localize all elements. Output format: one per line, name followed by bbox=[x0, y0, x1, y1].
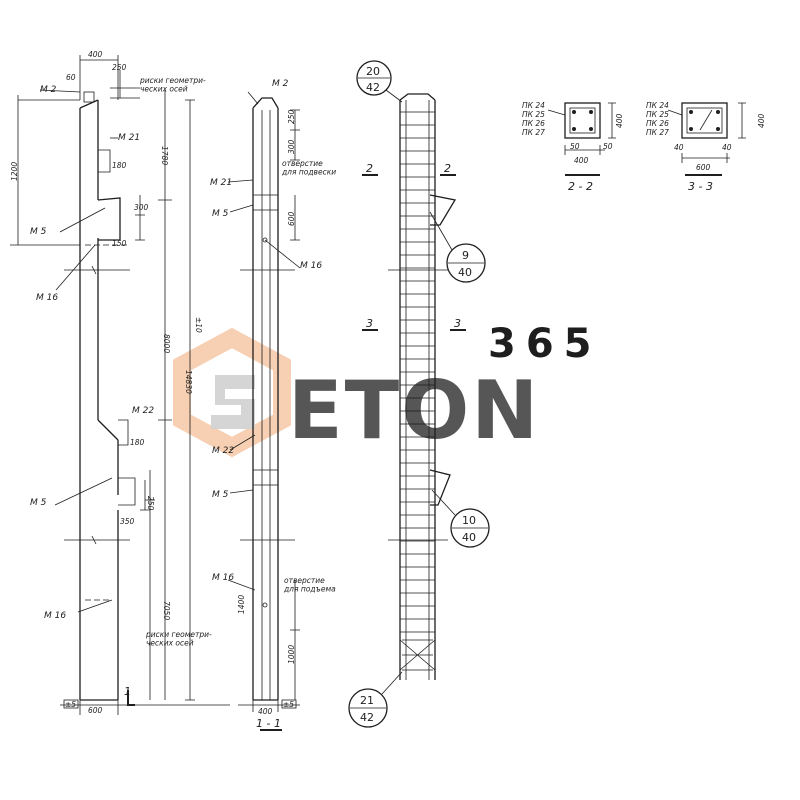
left-dim-180a: 180 bbox=[112, 161, 127, 170]
left-mark-m16b: М 16 bbox=[44, 611, 66, 621]
section-2-2-labels: 2 - 2 ПК 24 ПК 25 ПК 26 ПК 27 400 400 50… bbox=[522, 101, 624, 193]
svg-text:42: 42 bbox=[366, 81, 380, 94]
left-mark-m5a: М 5 bbox=[30, 227, 47, 237]
section-2-2-type-3: ПК 26 bbox=[522, 119, 545, 128]
left-dim-250: 250 bbox=[112, 63, 127, 72]
left-dim-180b: 180 bbox=[130, 438, 145, 447]
section-3-3-type-4: ПК 27 bbox=[646, 128, 669, 137]
left-mark-m21: М 21 bbox=[118, 133, 140, 143]
left-dim-tol-bottom: ±5 bbox=[65, 700, 76, 709]
svg-text:42: 42 bbox=[360, 711, 374, 724]
section-3-3-d40-left: 40 bbox=[674, 143, 684, 152]
section-3-3-height: 400 bbox=[757, 113, 766, 128]
side-mark-m5a: М 5 bbox=[212, 209, 229, 219]
side-dim-bottom-width: 400 bbox=[258, 707, 273, 716]
section-2-2-type-1: ПК 24 bbox=[522, 101, 545, 110]
watermark-s-shape bbox=[211, 375, 255, 429]
left-dim-offset-60: 60 bbox=[66, 73, 76, 82]
section-2-2-d50-left: 50 bbox=[570, 142, 580, 151]
reinforcement-bubbles: 20 42 9 40 10 40 21 42 bbox=[348, 60, 490, 728]
bubble-21-42: 21 42 bbox=[348, 671, 403, 728]
side-dim-300: 300 bbox=[287, 139, 296, 154]
bubble-20-42: 20 42 bbox=[356, 60, 403, 103]
watermark: 365 ETON bbox=[173, 321, 602, 458]
section-3-3 bbox=[667, 102, 746, 176]
watermark-brand: ETON bbox=[288, 364, 540, 457]
left-dim-14830: 14830 bbox=[184, 370, 193, 394]
svg-text:40: 40 bbox=[462, 531, 476, 544]
left-dim-350: 350 bbox=[120, 517, 135, 526]
side-dim-250: 250 bbox=[287, 109, 296, 124]
section-2-2-width: 400 bbox=[574, 156, 589, 165]
left-dim-150: 150 bbox=[112, 239, 127, 248]
section-3-3-type-3: ПК 26 bbox=[646, 119, 669, 128]
svg-text:40: 40 bbox=[458, 266, 472, 279]
section-3-3-type-1: ПК 24 bbox=[646, 101, 669, 110]
left-dim-300: 300 bbox=[134, 203, 149, 212]
side-elevation bbox=[227, 91, 301, 731]
cut-label-3-left: 3 bbox=[366, 317, 373, 330]
side-mark-m5b: М 5 bbox=[212, 490, 229, 500]
side-mark-m16b: М 16 bbox=[212, 573, 234, 583]
left-dim-1780: 1780 bbox=[160, 146, 169, 165]
side-mark-m22: М 22 bbox=[212, 446, 234, 456]
left-dim-250b: 250 bbox=[146, 496, 155, 511]
svg-text:10: 10 bbox=[462, 514, 476, 527]
side-dim-1000: 1000 bbox=[287, 645, 296, 664]
left-dim-7050: 7050 bbox=[162, 601, 171, 620]
section-2-2-title: 2 - 2 bbox=[568, 180, 593, 193]
section-2-2-height: 400 bbox=[615, 113, 624, 128]
side-mark-m21: М 21 bbox=[210, 178, 232, 188]
side-title: 1 - 1 bbox=[256, 717, 281, 730]
left-note-axes: риски геометри-ческих осей bbox=[139, 76, 206, 93]
left-mark-m2: М 2 bbox=[40, 85, 57, 95]
left-elevation-labels: 400 60 250 1200 1780 180 300 150 8000 14… bbox=[10, 50, 206, 715]
watermark-hexagon-logo bbox=[173, 327, 291, 458]
left-mark-m16a: М 16 bbox=[36, 293, 58, 303]
section-3-3-title: 3 - 3 bbox=[688, 180, 713, 193]
side-elevation-labels: 1 - 1 М 2 М 21 М 5 М 16 М 22 М 5 М 16 от… bbox=[145, 79, 336, 730]
section-3-3-d40-right: 40 bbox=[722, 143, 732, 152]
svg-text:20: 20 bbox=[366, 65, 380, 78]
side-dim-tol: ±5 bbox=[283, 700, 294, 709]
section-3-3-labels: 3 - 3 ПК 24 ПК 25 ПК 26 ПК 27 600 400 40… bbox=[646, 101, 766, 193]
cut-label-3-right: 3 bbox=[454, 317, 461, 330]
section-2-2-d50-right: 50 bbox=[603, 142, 613, 151]
section-3-3-width: 600 bbox=[696, 163, 711, 172]
side-mark-m2: М 2 bbox=[272, 79, 289, 89]
left-dim-tol: ±10 bbox=[194, 317, 203, 333]
left-dim-8000: 8000 bbox=[162, 334, 171, 353]
side-note-axes: риски геометри-ческих осей bbox=[145, 630, 212, 647]
bubble-10-40: 10 40 bbox=[431, 489, 490, 548]
left-elevation bbox=[10, 55, 230, 715]
svg-text:21: 21 bbox=[360, 694, 374, 707]
side-dim-600: 600 bbox=[287, 211, 296, 226]
cut-label-2-left: 2 bbox=[366, 162, 373, 175]
side-mark-m16a: М 16 bbox=[300, 261, 322, 271]
left-dim-top-width: 400 bbox=[88, 50, 103, 59]
left-dim-bottom-width: 600 bbox=[88, 706, 103, 715]
bubble-9-40: 9 40 bbox=[429, 211, 486, 283]
left-dim-1200: 1200 bbox=[10, 162, 19, 181]
left-mark-m22: М 22 bbox=[132, 406, 154, 416]
section-2-2-type-2: ПК 25 bbox=[522, 110, 545, 119]
section-3-3-type-2: ПК 25 bbox=[646, 110, 669, 119]
section-2-2 bbox=[547, 102, 616, 176]
svg-text:9: 9 bbox=[462, 249, 469, 262]
side-dim-1400: 1400 bbox=[237, 595, 246, 614]
reinforcement-cage bbox=[388, 93, 457, 680]
watermark-number: 365 bbox=[488, 321, 602, 367]
left-mark-m5b: М 5 bbox=[30, 498, 47, 508]
reinforcement-section-labels: 2 2 3 3 bbox=[362, 162, 466, 331]
cut-label-2-right: 2 bbox=[444, 162, 451, 175]
left-section-mark: 1 bbox=[124, 685, 131, 698]
section-2-2-type-4: ПК 27 bbox=[522, 128, 545, 137]
